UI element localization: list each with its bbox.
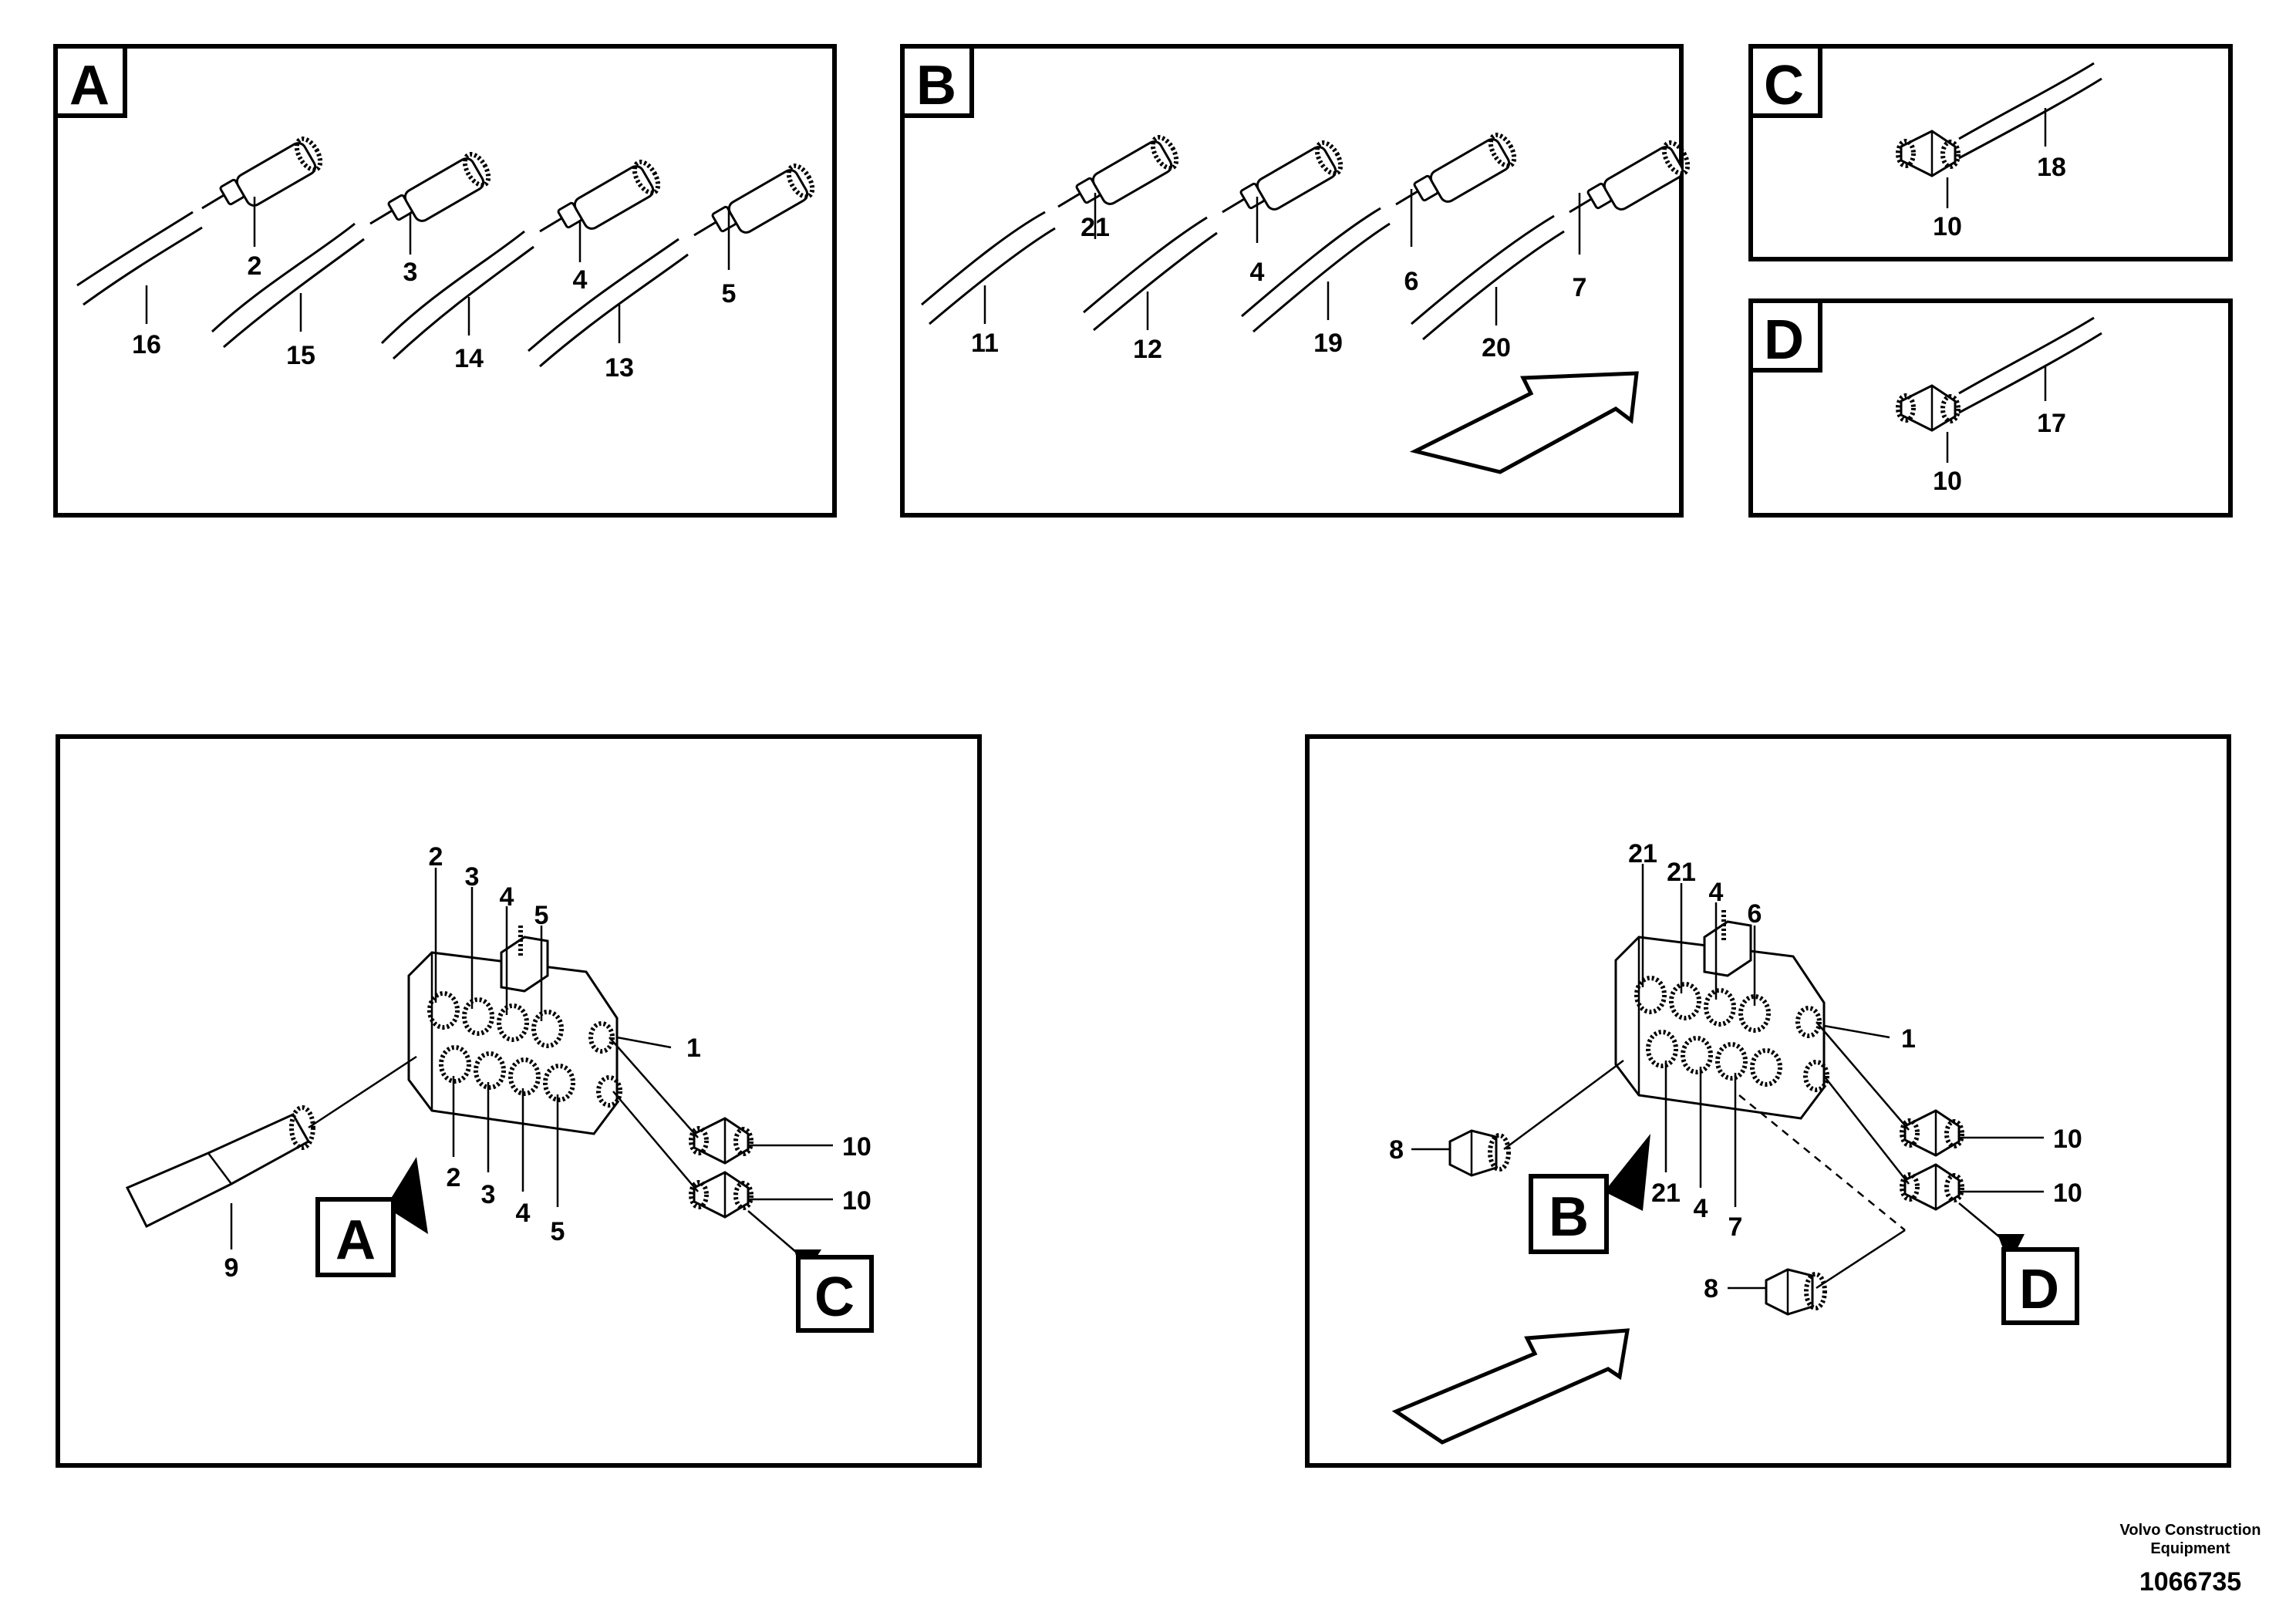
label-top-5: 5: [534, 901, 549, 930]
panel-d-tag-box: [1748, 298, 1822, 373]
label-fitting-21: 21: [1081, 213, 1110, 242]
left-assembly: 2 3 4 5 2 3 4 5 1 10 10 9 A C: [56, 734, 982, 1468]
footer-company-line2: Equipment: [2150, 1540, 2230, 1557]
panel-d-tag: D: [1764, 309, 1804, 371]
hose-14: [380, 158, 663, 360]
label-elbow-10b: 10: [842, 1186, 872, 1216]
label-connector-9: 9: [224, 1253, 239, 1283]
hose-20: [1411, 139, 1692, 341]
callout-d-box: [2001, 1247, 2079, 1325]
label-body-1-right: 1: [1901, 1024, 1916, 1054]
hose-16: [76, 135, 325, 306]
valve-block-right: [1614, 910, 1829, 1120]
label-top-4: 4: [500, 882, 514, 912]
label-bottom-3: 3: [481, 1180, 496, 1209]
label-bottom-7: 7: [1728, 1212, 1743, 1242]
panel-c-tag: C: [1764, 55, 1804, 116]
label-hose-15: 15: [286, 341, 315, 370]
label-hose-12: 12: [1133, 335, 1162, 364]
label-hose-11: 11: [971, 329, 999, 358]
panel-c-tag-box: [1748, 44, 1822, 118]
hose-12: [1083, 139, 1345, 332]
right-assembly: 21 21 4 6 21 4 7 1 10 10 8 8 B D: [1305, 734, 2231, 1468]
valve-block: [407, 926, 622, 1135]
callout-c-tag: C: [814, 1266, 855, 1328]
label-fitting-6: 6: [1404, 267, 1419, 296]
label-top-21b: 21: [1667, 858, 1696, 887]
footer: Volvo Construction Equipment 1066735: [2120, 1522, 2261, 1597]
panel-b-tag-box: [900, 44, 974, 118]
left-assembly-frame: [56, 734, 982, 1468]
label-bottom-2: 2: [447, 1163, 461, 1192]
label-top-2: 2: [429, 842, 443, 872]
label-fitting-3: 3: [403, 258, 418, 287]
label-bottom-4-right: 4: [1694, 1194, 1708, 1223]
label-hose-14: 14: [454, 344, 484, 373]
label-elbow-10-d: 10: [1933, 467, 1962, 496]
footer-company-line1: Volvo Construction: [2120, 1522, 2261, 1539]
label-plug-8b: 8: [1704, 1274, 1718, 1303]
label-bottom-4: 4: [516, 1199, 531, 1228]
callout-d-tag: D: [2019, 1259, 2059, 1320]
callout-a-pointer: [386, 1157, 428, 1234]
panel-c-frame: [1748, 44, 2233, 261]
label-top-3: 3: [465, 862, 480, 892]
callout-b-box: [1529, 1174, 1609, 1254]
label-elbow-10-c: 10: [1933, 212, 1962, 241]
port-row-top-right: [1634, 976, 1771, 1033]
footer-drawing-number: 1066735: [2139, 1567, 2241, 1597]
port-row-bottom-right: [1646, 1030, 1782, 1087]
panel-b: B 21 4 6 7 11: [900, 44, 1692, 518]
right-assembly-frame: [1305, 734, 2231, 1468]
label-hose-16: 16: [132, 330, 161, 359]
panel-d-frame: [1748, 298, 2233, 518]
panel-a-tag-box: [53, 44, 127, 118]
callout-a-tag: A: [335, 1209, 376, 1271]
label-elbow-10d: 10: [2053, 1179, 2082, 1208]
callout-a-box: [315, 1197, 396, 1277]
panel-c: C 10 18: [1748, 44, 2233, 261]
port-row-top: [427, 991, 564, 1048]
hose-15: [211, 150, 493, 349]
direction-arrow: [1409, 371, 1639, 474]
label-fitting-4: 4: [573, 265, 588, 295]
label-plug-8a: 8: [1389, 1135, 1404, 1165]
label-hose-13: 13: [605, 353, 634, 383]
label-bottom-5: 5: [551, 1217, 565, 1246]
panel-a-tag: A: [69, 55, 110, 116]
label-hose-19: 19: [1313, 329, 1343, 358]
panel-d: D 10 17: [1748, 298, 2233, 518]
label-fitting-4b: 4: [1250, 258, 1265, 287]
label-top-4-right: 4: [1709, 878, 1724, 907]
direction-arrow-bottom: [1391, 1328, 1630, 1445]
label-hose-18: 18: [2037, 153, 2066, 182]
label-body-1: 1: [686, 1034, 701, 1063]
label-elbow-10a: 10: [842, 1132, 872, 1162]
label-elbow-10c: 10: [2053, 1125, 2082, 1154]
panel-b-tag: B: [916, 55, 956, 116]
callout-b-tag: B: [1549, 1186, 1589, 1248]
hose-19: [1241, 131, 1519, 333]
label-top-6: 6: [1748, 899, 1762, 929]
callout-b-pointer: [1604, 1134, 1650, 1211]
label-top-21a: 21: [1628, 839, 1657, 868]
label-fitting-2: 2: [248, 251, 262, 281]
panel-b-frame: [900, 44, 1684, 518]
port-row-bottom: [439, 1045, 575, 1102]
hose-13: [528, 162, 817, 368]
label-fitting-7: 7: [1573, 273, 1587, 302]
panel-a-frame: [53, 44, 837, 518]
label-fitting-5: 5: [722, 279, 737, 309]
connector-9: [125, 1055, 417, 1249]
panel-a: A 2 3 4 5 16: [53, 44, 837, 518]
label-bottom-21: 21: [1651, 1179, 1681, 1208]
label-hose-17: 17: [2037, 409, 2066, 438]
label-hose-20: 20: [1482, 333, 1511, 363]
hose-11: [921, 133, 1181, 325]
callout-c-box: [796, 1255, 874, 1333]
